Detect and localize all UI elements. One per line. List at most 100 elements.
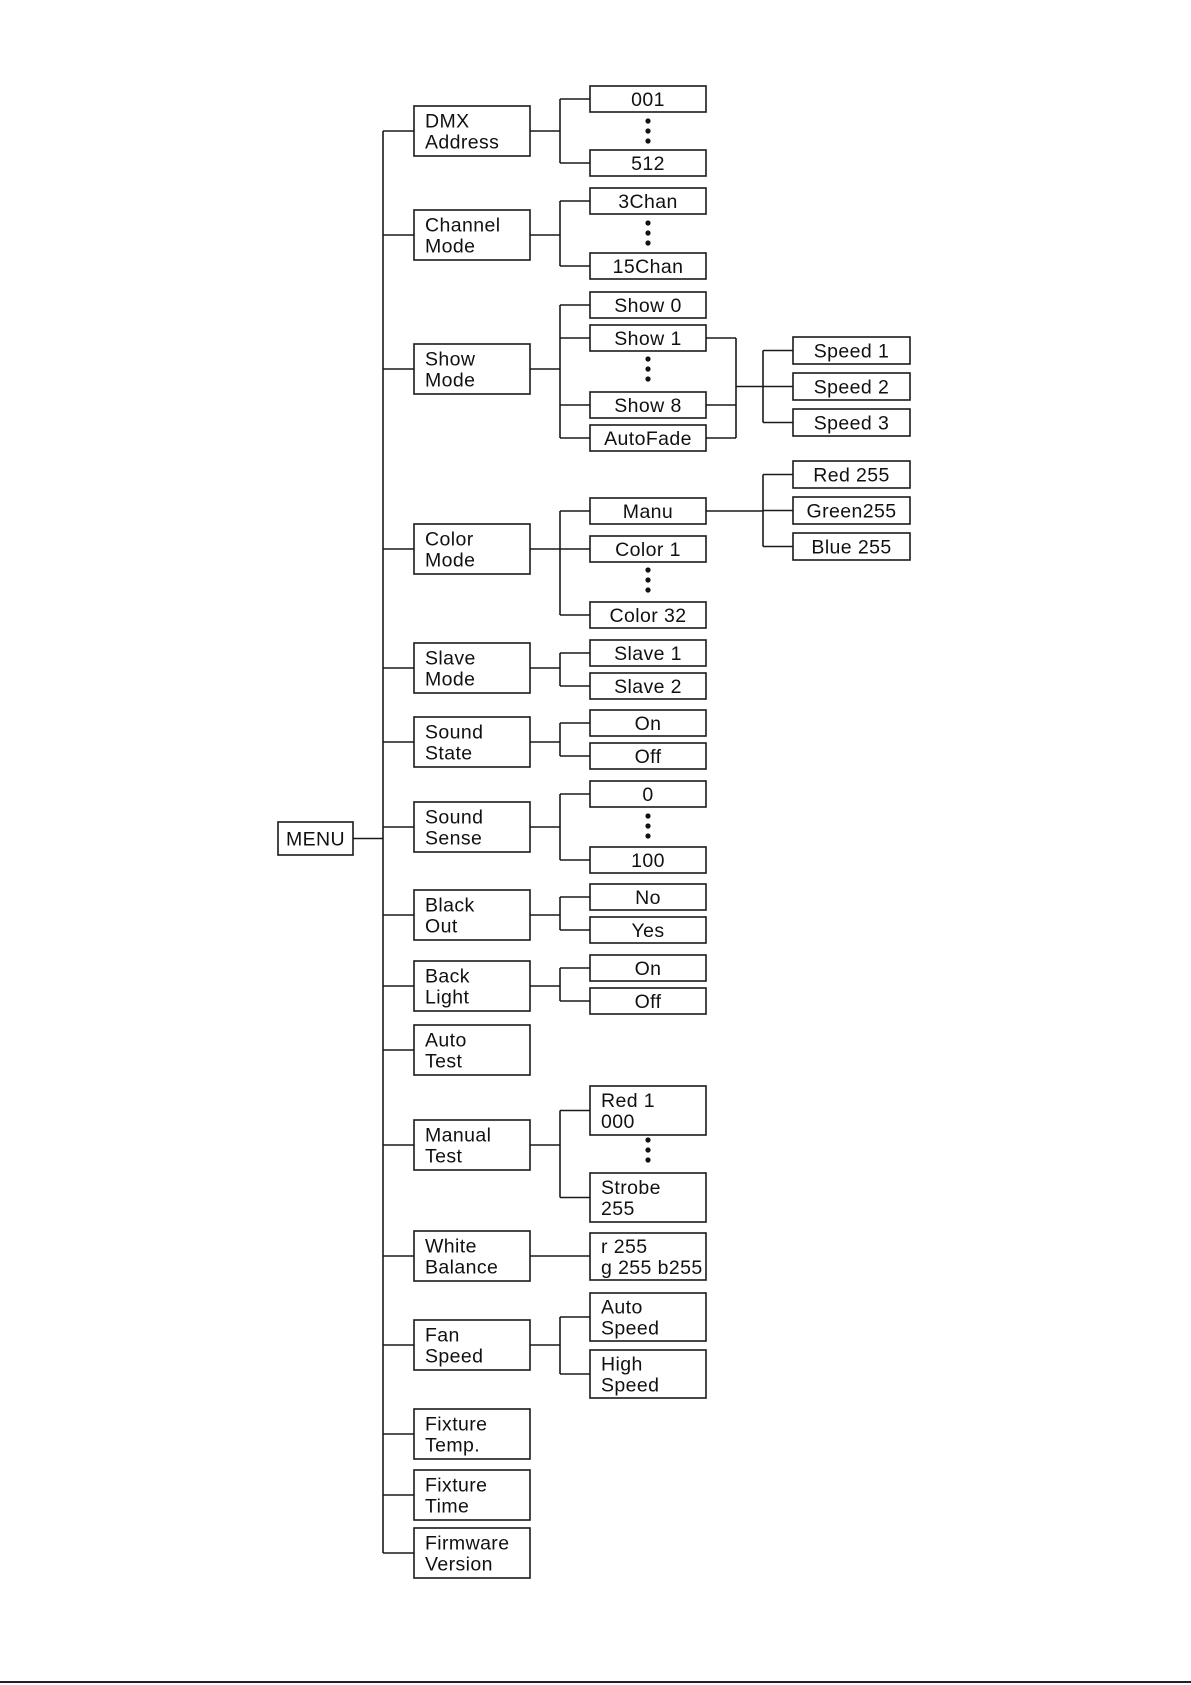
option-dmx-address-2-frame [589, 149, 707, 177]
menu-item-auto-test-frame [413, 1024, 531, 1076]
menu-item-sound-state-frame [413, 716, 531, 768]
option-slave-mode-1: Slave 2 [589, 672, 707, 700]
option-black-out-0-label: No [635, 887, 661, 909]
option-sound-sense-2-frame [589, 846, 707, 874]
sub-option-show-mode-0: Speed 1 [792, 336, 911, 365]
option-back-light-1-frame [589, 987, 707, 1015]
sub-option-show-mode-2-frame [792, 408, 911, 437]
option-dmx-address-2: 512 [589, 149, 707, 177]
option-sound-state-1-label: Off [635, 746, 662, 768]
option-dmx-address-2-label: 512 [631, 153, 665, 175]
option-color-mode-3: Color 32 [589, 601, 707, 629]
option-back-light-0-frame [589, 954, 707, 982]
ellipsis-manual-test [645, 1137, 651, 1163]
menu-item-firmware-version-frame [413, 1527, 531, 1579]
menu-item-sound-state-label: State [425, 743, 473, 765]
menu-item-dmx-address-label: Address [425, 132, 499, 154]
option-black-out-0-frame [589, 883, 707, 911]
menu-root-frame [277, 821, 354, 856]
menu-item-black-out-frame [413, 889, 531, 941]
menu-item-dmx-address-label: DMX [425, 111, 470, 133]
connector-lines [353, 98, 793, 1554]
sub-option-color-mode-0-label: Red 255 [813, 465, 890, 487]
option-slave-mode-0-label: Slave 1 [614, 643, 682, 665]
option-color-mode-0: Manu [589, 497, 707, 525]
option-manual-test-0-label: 000 [601, 1111, 635, 1133]
option-fan-speed-1-frame [589, 1349, 707, 1399]
menu-item-fixture-time-label: Fixture [425, 1475, 487, 1497]
option-show-mode-4: AutoFade [589, 424, 707, 452]
ellipsis-sound-sense [645, 813, 651, 839]
option-channel-mode-0-frame [589, 187, 707, 215]
ellipsis-dot [645, 567, 651, 573]
option-show-mode-0-label: Show 0 [614, 295, 681, 317]
menu-item-channel-mode-label: Mode [425, 236, 475, 258]
option-sound-state-1: Off [589, 742, 707, 770]
sub-option-color-mode-2: Blue 255 [792, 532, 911, 561]
option-manual-test-0-frame [589, 1085, 707, 1136]
option-channel-mode-0: 3Chan [589, 187, 707, 215]
ellipsis-dot [645, 240, 651, 246]
ellipsis-dot [645, 813, 651, 819]
ellipsis-dot [645, 823, 651, 829]
option-fan-speed-0-frame [589, 1292, 707, 1342]
menu-item-color-mode-label: Color [425, 529, 474, 551]
option-show-mode-3-label: Show 8 [614, 395, 681, 417]
menu-root-label: MENU [286, 829, 345, 851]
menu-item-sound-sense-label: Sense [425, 828, 482, 850]
menu-item-white-balance-label: Balance [425, 1257, 498, 1279]
ellipsis-show-mode [645, 356, 651, 382]
option-manual-test-2-label: 255 [601, 1198, 635, 1220]
option-dmx-address-0-label: 001 [631, 89, 665, 111]
option-manual-test-2-frame [589, 1172, 707, 1223]
option-show-mode-1-frame [589, 324, 707, 352]
sub-option-show-mode-0-frame [792, 336, 911, 365]
option-sound-state-1-frame [589, 742, 707, 770]
ellipsis-dot [645, 230, 651, 236]
option-show-mode-4-label: AutoFade [604, 428, 692, 450]
menu-item-fixture-temp-frame [413, 1408, 531, 1460]
menu-item-manual-test-label: Test [425, 1146, 463, 1168]
menu-item-dmx-address-frame [413, 105, 531, 157]
ellipsis-channel-mode [645, 220, 651, 246]
menu-item-manual-test-label: Manual [425, 1125, 491, 1147]
menu-root: MENU [277, 821, 354, 856]
option-back-light-0-label: On [635, 958, 662, 980]
menu-item-manual-test-frame [413, 1119, 531, 1171]
option-white-balance-0-label: g 255 b255 [601, 1257, 703, 1279]
menu-item-sound-sense-label: Sound [425, 807, 483, 829]
menu-item-fan-speed-label: Speed [425, 1346, 483, 1368]
page-bottom-rule [0, 1681, 1191, 1683]
menu-item-auto-test-label: Test [425, 1051, 463, 1073]
option-channel-mode-0-label: 3Chan [618, 191, 677, 213]
option-black-out-1-frame [589, 916, 707, 944]
option-show-mode-1-label: Show 1 [614, 328, 681, 350]
menu-item-show-mode-label: Mode [425, 370, 475, 392]
menu-item-slave-mode-label: Slave [425, 648, 476, 670]
menu-item-slave-mode-frame [413, 642, 531, 694]
option-color-mode-1-label: Color 1 [615, 539, 681, 561]
sub-option-show-mode-1: Speed 2 [792, 372, 911, 401]
option-dmx-address-0: 001 [589, 85, 707, 113]
menu-item-back-light-frame [413, 960, 531, 1012]
option-sound-sense-2-label: 100 [631, 850, 665, 872]
menu-item-color-mode-label: Mode [425, 550, 475, 572]
menu-item-fixture-temp-label: Temp. [425, 1435, 480, 1457]
option-slave-mode-0: Slave 1 [589, 639, 707, 667]
option-channel-mode-2-label: 15Chan [613, 256, 684, 278]
sub-option-show-mode-0-label: Speed 1 [814, 341, 889, 363]
option-back-light-0: On [589, 954, 707, 982]
